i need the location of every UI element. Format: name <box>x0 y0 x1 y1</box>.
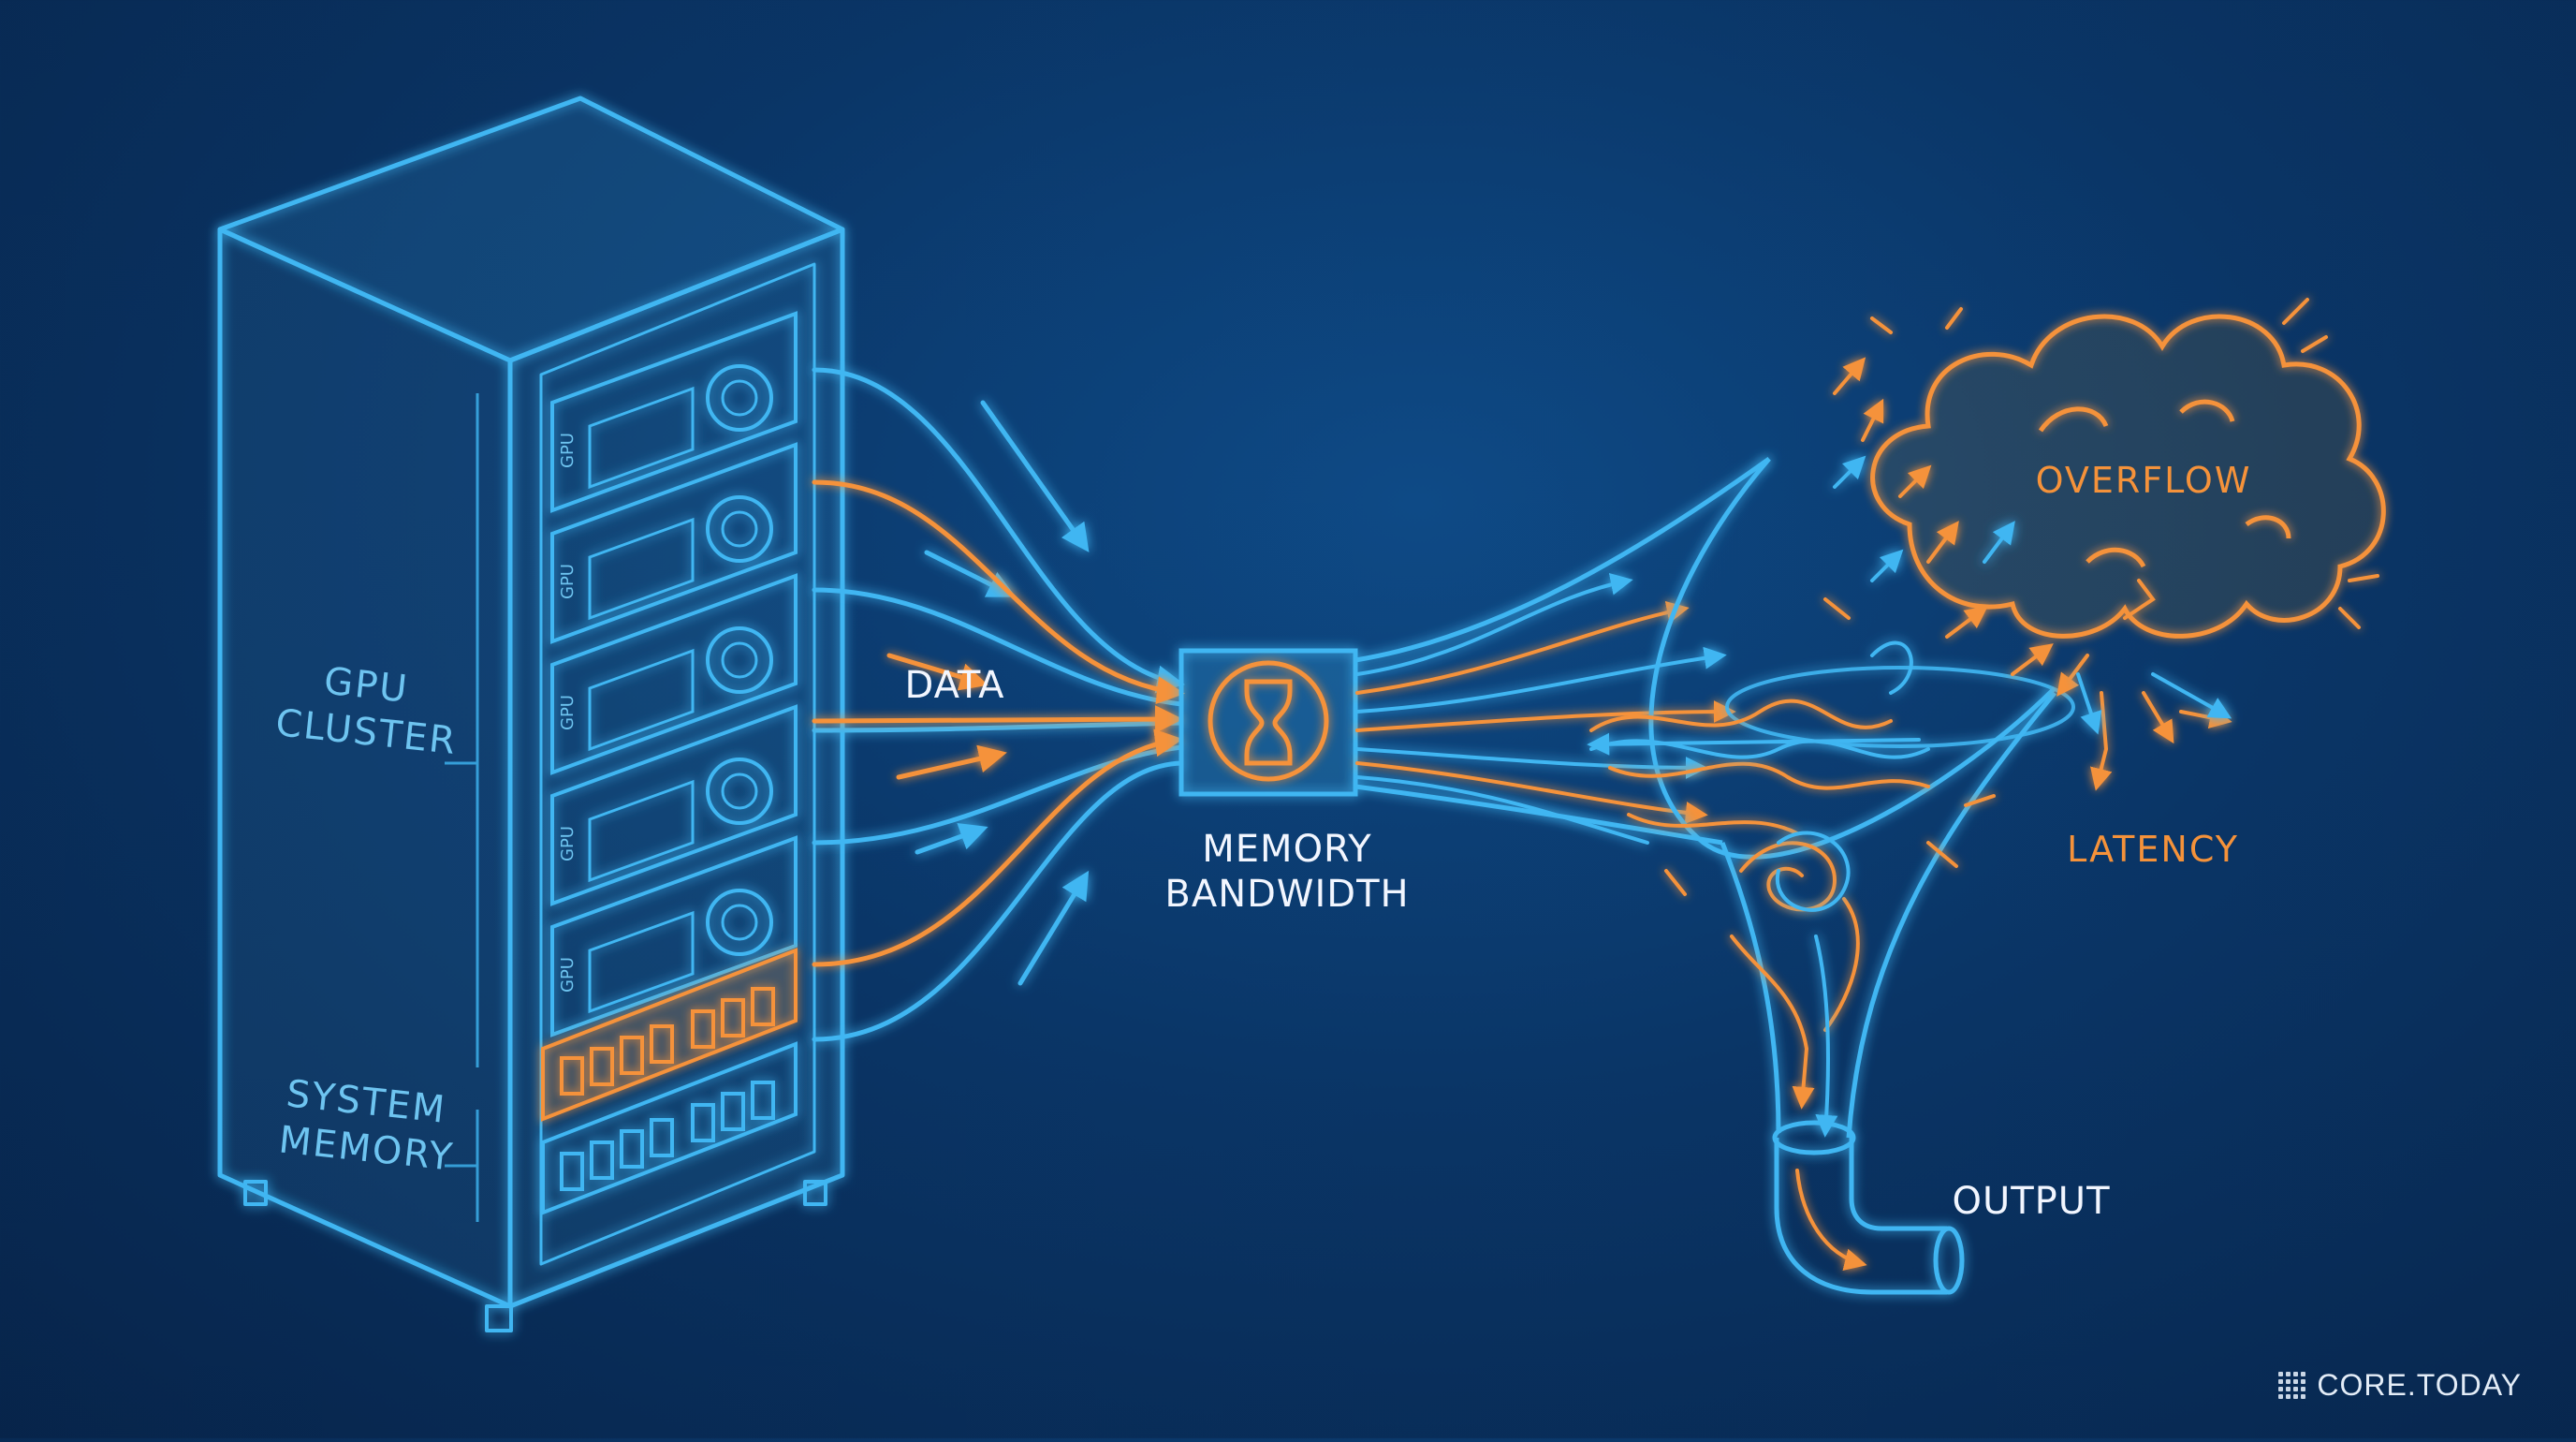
output-arrows <box>1960 1242 2232 1290</box>
overflow-sparks <box>1823 298 2379 791</box>
latency-label: LATENCY <box>2067 829 2239 870</box>
incoming-data-flows <box>812 367 1185 1042</box>
gpu-card <box>550 573 798 775</box>
output-label: OUTPUT <box>1952 1180 2110 1223</box>
rack-brackets <box>445 393 479 1222</box>
gpu-card-label: GPU <box>558 826 578 861</box>
overflow-label: OVERFLOW <box>2036 460 2252 501</box>
memory-module-blue <box>541 1041 798 1215</box>
funnel <box>1648 457 2075 1295</box>
bandwidth-bottleneck <box>1178 456 1771 846</box>
gpu-card-labels: GPU GPU GPU GPU GPU <box>558 433 578 993</box>
gpu-card <box>550 311 798 513</box>
svg-text:GPU: GPU <box>322 659 411 711</box>
gpu-card <box>550 704 798 906</box>
funnel-turbulence <box>1587 640 1996 1271</box>
brand-watermark: CORE.TODAY <box>2278 1368 2522 1403</box>
memory-module-orange <box>541 948 798 1122</box>
gpu-card-label: GPU <box>558 433 578 468</box>
bottleneck-outflows <box>1355 573 1736 845</box>
gpu-card <box>550 835 798 1037</box>
gpu-card <box>550 442 798 644</box>
gpu-card-label: GPU <box>558 957 578 993</box>
gpu-cards <box>550 311 798 1037</box>
overflow-cloud <box>1870 314 2386 639</box>
brand-text: CORE.TODAY <box>2317 1368 2522 1402</box>
brand-logo-icon <box>2278 1372 2306 1399</box>
svg-text:MEMORY: MEMORY <box>1202 828 1371 871</box>
svg-text:BANDWIDTH: BANDWIDTH <box>1164 873 1409 916</box>
gpu-card-label: GPU <box>558 564 578 599</box>
memory-bandwidth-label: MEMORY BANDWIDTH <box>1164 828 1409 916</box>
gpu-card-label: GPU <box>558 695 578 730</box>
data-label: DATA <box>904 664 1004 707</box>
hourglass-icon <box>1208 660 1329 782</box>
